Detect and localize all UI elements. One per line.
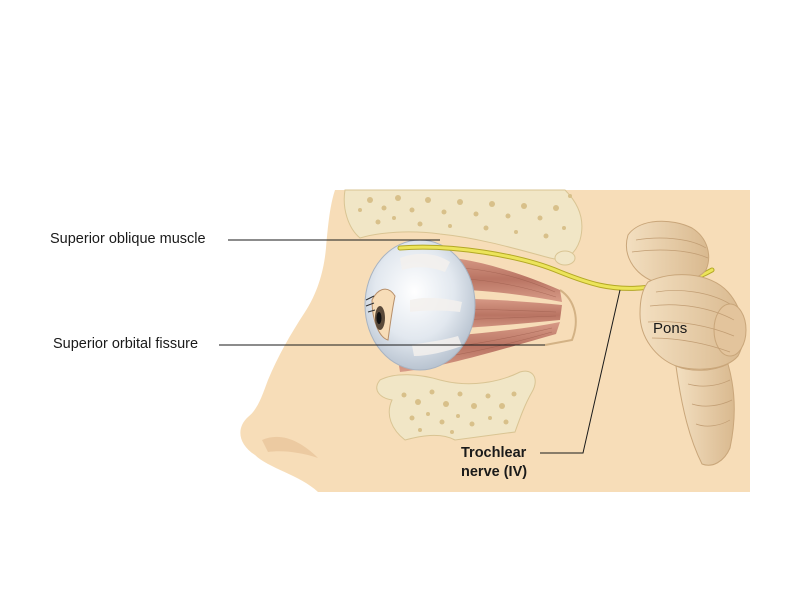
label-superior-orbital-fissure: Superior orbital fissure bbox=[53, 336, 199, 352]
tendon-insertions bbox=[400, 253, 462, 356]
label-trochlear-line1: Trochlear bbox=[461, 445, 527, 461]
leader-line-trochlear bbox=[540, 289, 621, 454]
label-superior-oblique-muscle: Superior oblique muscle bbox=[50, 231, 206, 247]
medulla bbox=[675, 363, 735, 466]
pons-striations bbox=[631, 237, 735, 427]
label-pons: Pons bbox=[653, 320, 688, 337]
orbit-wall bbox=[544, 289, 577, 346]
maxillary-bone-pores bbox=[401, 389, 517, 434]
pupil bbox=[376, 312, 382, 324]
eyelashes bbox=[365, 295, 376, 313]
label-trochlear-nerve: Trochlear nerve (IV) bbox=[461, 444, 527, 482]
maxillary-bone bbox=[376, 370, 536, 441]
nostril bbox=[262, 436, 318, 458]
brainstem bbox=[626, 220, 747, 466]
midbrain bbox=[626, 220, 710, 284]
label-trochlear-line2: nerve (IV) bbox=[461, 464, 528, 480]
frontal-bone-pores bbox=[358, 194, 572, 239]
trochlea-bone bbox=[554, 250, 576, 266]
